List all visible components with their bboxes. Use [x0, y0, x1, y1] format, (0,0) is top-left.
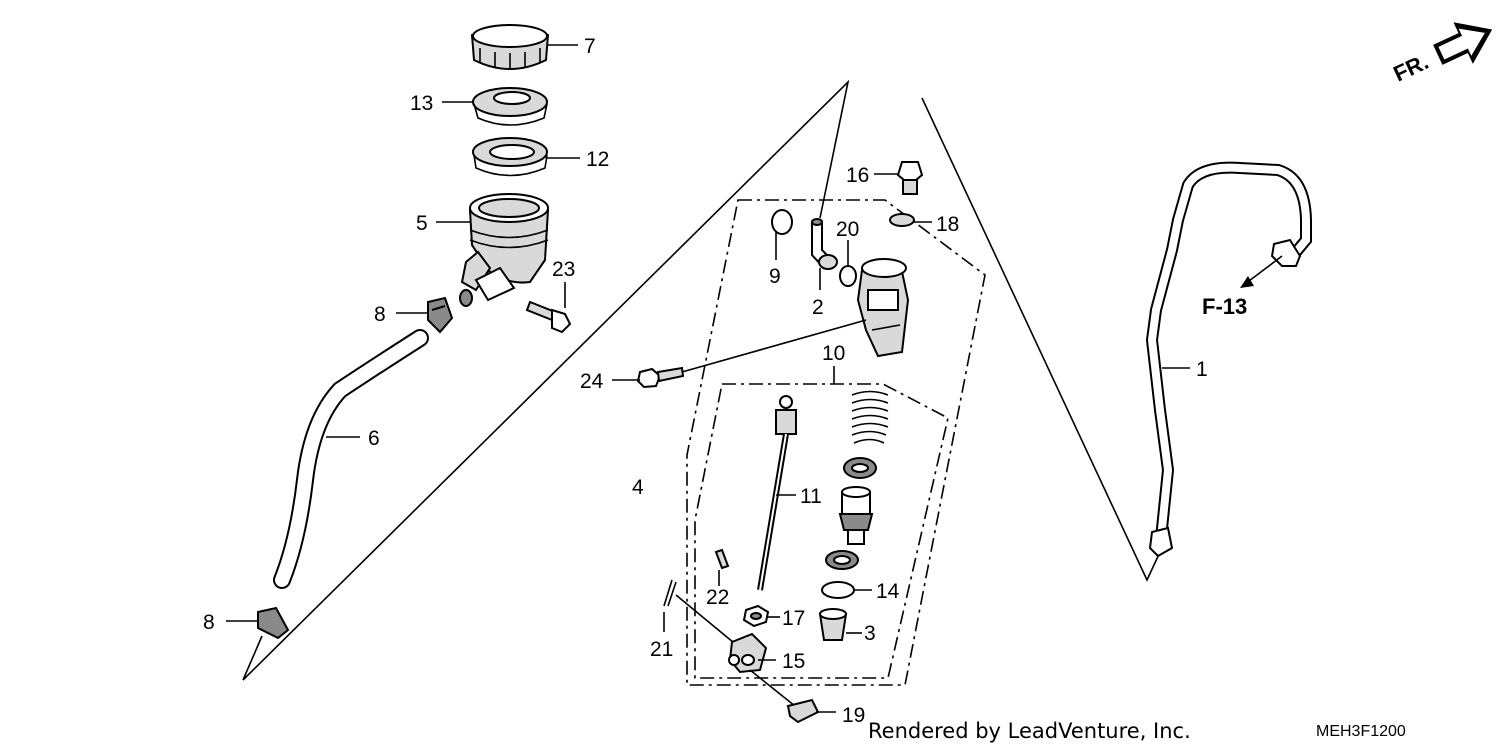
cotter-pin[interactable]	[663, 579, 677, 607]
callout-20: 20	[836, 218, 859, 241]
snap-ring[interactable]	[821, 581, 855, 599]
push-rod[interactable]	[757, 395, 797, 591]
reservoir-plate[interactable]	[472, 87, 548, 126]
sealing-washer[interactable]	[889, 213, 915, 227]
reservoir-group-outline	[242, 79, 850, 681]
piston-spring[interactable]	[851, 390, 889, 444]
callout-16: 16	[846, 164, 869, 187]
callout-3: 3	[864, 622, 876, 645]
callout-17: 17	[782, 607, 805, 630]
hose-lower-fitting	[1148, 526, 1174, 558]
render-credit: Rendered by LeadVenture, Inc.	[868, 719, 1191, 743]
hose-upper-fitting	[1270, 238, 1302, 267]
hose-clip-upper[interactable]	[427, 296, 454, 334]
callout-2: 2	[812, 296, 824, 319]
callout-15: 15	[782, 650, 805, 673]
diagram-code: MEH3F1200	[1316, 723, 1406, 740]
callout-8-upper: 8	[374, 303, 386, 326]
circlip[interactable]	[771, 209, 793, 235]
joint-nut[interactable]	[742, 604, 770, 628]
reservoir-cap[interactable]	[470, 24, 550, 70]
callout-7: 7	[584, 35, 596, 58]
pin[interactable]	[714, 548, 730, 570]
primary-cup[interactable]	[825, 550, 859, 570]
reference-section-label: F-13	[1202, 294, 1247, 319]
joint-clip[interactable]	[786, 698, 820, 724]
reservoir-body[interactable]	[459, 193, 550, 307]
callout-13: 13	[410, 92, 433, 115]
callout-19: 19	[842, 704, 865, 727]
reservoir-diaphragm[interactable]	[472, 137, 548, 177]
hose-clip-lower[interactable]	[257, 606, 290, 640]
hose-joint[interactable]	[811, 218, 838, 270]
callout-14: 14	[876, 580, 900, 603]
callout-21: 21	[650, 638, 673, 661]
master-cylinder-assembly-box	[686, 199, 986, 686]
piston[interactable]	[838, 486, 874, 545]
callout-23: 23	[552, 258, 575, 281]
callout-5: 5	[416, 212, 428, 235]
reference-arrow	[1240, 276, 1254, 288]
secondary-cup[interactable]	[843, 457, 877, 479]
callout-8-lower: 8	[203, 611, 215, 634]
callout-18: 18	[936, 213, 959, 236]
callout-1: 1	[1196, 358, 1208, 381]
dust-boot[interactable]	[818, 608, 848, 641]
hose-group-outline	[921, 97, 1161, 582]
callout-11: 11	[800, 485, 822, 508]
clip-leader-line	[242, 635, 263, 681]
callout-9: 9	[769, 265, 781, 288]
reservoir-bolt[interactable]	[525, 300, 572, 334]
callout-10: 10	[822, 342, 845, 365]
piston-set-box	[694, 383, 949, 679]
front-direction-arrow	[1433, 22, 1493, 65]
callout-6: 6	[368, 427, 380, 450]
callout-22: 22	[706, 586, 729, 609]
callout-4: 4	[632, 476, 644, 499]
mounting-bolt[interactable]	[636, 366, 685, 389]
callout-24: 24	[580, 370, 604, 393]
push-rod-joint[interactable]	[728, 632, 768, 674]
front-direction-label: FR.	[1390, 49, 1433, 87]
master-cylinder-body[interactable]	[856, 258, 910, 358]
o-ring[interactable]	[839, 265, 857, 287]
oil-bolt[interactable]	[896, 161, 924, 195]
callout-12: 12	[586, 148, 609, 171]
